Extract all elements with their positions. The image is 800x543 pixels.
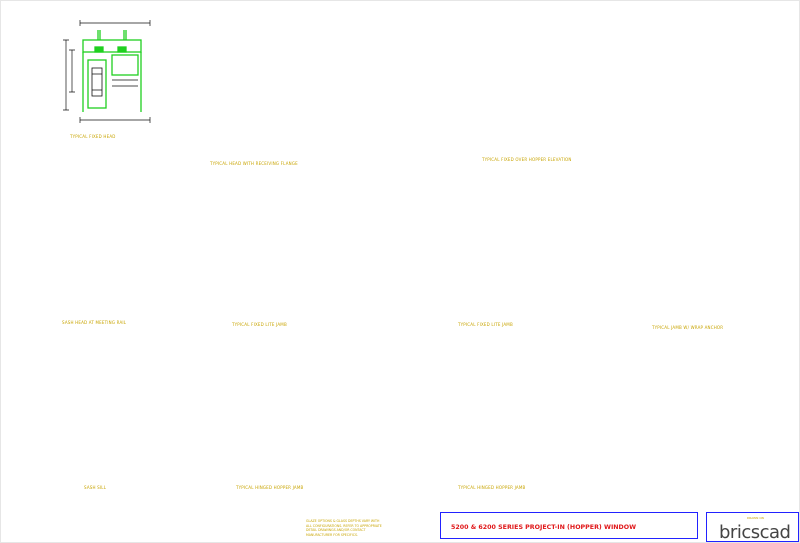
caption-sash-sill: SASH SILL: [84, 485, 107, 490]
caption-sash-head-meeting-rail: SASH HEAD AT MEETING RAIL: [62, 320, 127, 325]
title-block: 5200 & 6200 SERIES PROJECT-IN (HOPPER) W…: [440, 512, 698, 539]
logo-block: DRAWN ON bricscad: [706, 512, 799, 543]
caption-head-receiving-flange: TYPICAL HEAD WITH RECEIVING FLANGE: [210, 161, 298, 166]
note-line: ALL CONFIGURATIONS. REFER TO APPROPRIATE: [306, 523, 382, 528]
detail-fixed-head: [63, 20, 151, 123]
caption-fixed-lite-jamb-1: TYPICAL FIXED LITE JAMB: [232, 322, 287, 327]
note-line: GLAZE OPTIONS & GLASS DEPTHS VARY WITH: [306, 519, 380, 523]
general-notes: GLAZE OPTIONS & GLASS DEPTHS VARY WITH A…: [306, 519, 426, 537]
logo-small-label: DRAWN ON: [747, 516, 764, 520]
caption-jamb-wrap-anchor: TYPICAL JAMB W/ WRAP ANCHOR: [652, 325, 724, 330]
note-line: DETAIL DRAWINGS AND/OR CONTACT: [306, 528, 366, 532]
drawing-title: 5200 & 6200 SERIES PROJECT-IN (HOPPER) W…: [451, 524, 637, 531]
caption-fixed-over-hopper-elevation: TYPICAL FIXED OVER HOPPER ELEVATION: [482, 157, 572, 162]
note-line: MANUFACTURER FOR SPECIFICS.: [306, 532, 359, 537]
caption-fixed-head: TYPICAL FIXED HEAD: [70, 134, 116, 139]
caption-hinged-hopper-jamb-2: TYPICAL HINGED HOPPER JAMB: [458, 485, 526, 490]
bricscad-logo-text: bricscad: [719, 522, 791, 543]
caption-fixed-lite-jamb-2: TYPICAL FIXED LITE JAMB: [458, 322, 513, 327]
caption-hinged-hopper-jamb-1: TYPICAL HINGED HOPPER JAMB: [236, 485, 304, 490]
